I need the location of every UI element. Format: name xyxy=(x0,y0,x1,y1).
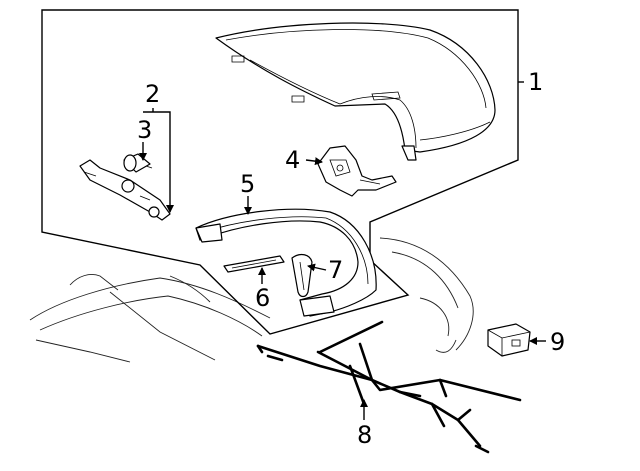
leader-lines xyxy=(139,81,546,420)
drive-cable-part xyxy=(79,159,171,221)
vehicle-body-outline xyxy=(29,237,474,363)
callout-2: 2 xyxy=(145,80,160,108)
roof-panel-part xyxy=(215,22,496,161)
callout-1: 1 xyxy=(528,68,543,96)
pillar-trim-part xyxy=(291,253,313,298)
callout-5: 5 xyxy=(240,170,255,198)
callout-3: 3 xyxy=(137,116,152,144)
latch-mechanism-part xyxy=(317,145,397,197)
callout-7: 7 xyxy=(328,256,343,284)
wiring-harness-part xyxy=(256,320,522,454)
assembly-1-boundary xyxy=(41,9,519,335)
callout-4: 4 xyxy=(285,146,300,174)
callout-6: 6 xyxy=(255,284,270,312)
drive-motor-part xyxy=(123,153,153,173)
control-module-part xyxy=(487,323,531,357)
seal-strip-part xyxy=(223,255,285,273)
callout-8: 8 xyxy=(357,421,372,449)
callout-9: 9 xyxy=(550,328,565,356)
roof-frame-part xyxy=(195,208,377,317)
